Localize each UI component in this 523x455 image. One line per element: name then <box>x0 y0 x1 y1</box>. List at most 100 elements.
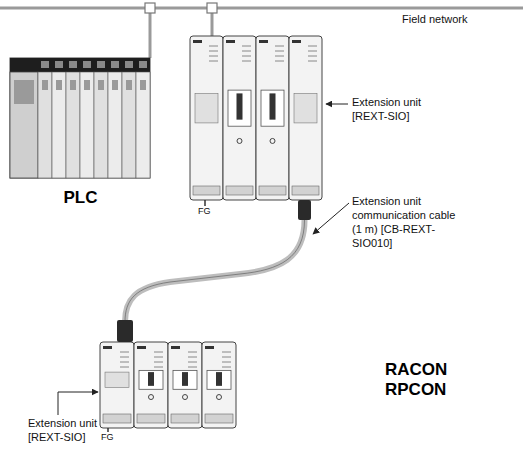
module-body <box>168 342 202 428</box>
device-label: PLC <box>8 188 153 208</box>
plc-indicator <box>14 80 34 104</box>
module-body <box>256 36 289 200</box>
plc-indicator <box>126 80 132 90</box>
plc-slot-cover <box>55 61 63 68</box>
module-dial <box>183 395 188 400</box>
plc-slot <box>66 72 80 178</box>
module-base <box>137 414 165 423</box>
module-marking <box>242 51 251 52</box>
module-marking <box>308 56 317 57</box>
gateway-module <box>134 342 168 428</box>
plc-slot <box>80 72 94 178</box>
module-marking <box>242 61 251 62</box>
module-marking <box>275 46 284 47</box>
module-base <box>226 186 253 195</box>
module-marking <box>154 352 163 353</box>
module-base <box>292 186 319 195</box>
module-marking <box>222 357 231 358</box>
module-logo <box>259 40 268 43</box>
controller-group <box>190 36 322 200</box>
plc-indicator <box>42 80 48 90</box>
plc-indicator <box>70 80 76 90</box>
module-body <box>202 342 236 428</box>
plc-slot <box>52 72 66 178</box>
plc-slot <box>108 72 122 178</box>
module-marking <box>120 367 129 368</box>
module-logo <box>103 346 112 349</box>
controller-label: RACON RPCON <box>385 360 449 400</box>
network-drop <box>149 8 152 58</box>
leader-line <box>313 203 349 234</box>
module-dial <box>149 395 154 400</box>
module-base <box>103 414 131 423</box>
callout-label: Extension unit [REXT-SIO] <box>28 416 112 444</box>
plc-indicator <box>56 80 62 90</box>
network-junction <box>145 3 155 13</box>
module-body <box>223 36 256 200</box>
extension-unit <box>100 342 134 428</box>
module-marking <box>188 352 197 353</box>
module-marking <box>120 362 129 363</box>
module-window <box>207 370 231 389</box>
module-base <box>193 186 220 195</box>
module-marking <box>242 46 251 47</box>
plc-rack <box>10 58 150 178</box>
module-marking <box>154 362 163 363</box>
plc-indicator <box>112 80 118 90</box>
callout-label: Extension unit communication cable (1 m)… <box>352 194 464 250</box>
module-dial <box>217 395 222 400</box>
plc-indicator <box>140 80 146 90</box>
module-window <box>139 370 163 389</box>
plc-slot-cover <box>69 61 77 68</box>
module-logo <box>137 346 146 349</box>
module-marking <box>222 352 231 353</box>
module-logo <box>226 40 235 43</box>
module-marking <box>188 367 197 368</box>
module-window <box>228 90 251 126</box>
module-marking <box>308 61 317 62</box>
ground-lead <box>107 428 109 432</box>
plc-node: PLC <box>8 58 153 208</box>
module-marking <box>275 51 284 52</box>
module-marking <box>120 352 129 353</box>
cable-connector <box>298 200 311 220</box>
network-bus <box>0 7 523 10</box>
ground-label: FG <box>198 206 228 216</box>
extension-unit <box>190 36 223 200</box>
controller-group <box>100 342 236 428</box>
plc-slot-cover <box>125 61 133 68</box>
module-base <box>205 414 233 423</box>
module-marking <box>209 61 218 62</box>
module-marking <box>275 56 284 57</box>
module-panel <box>294 93 317 123</box>
module-switch <box>148 372 154 386</box>
plc-slot <box>94 72 108 178</box>
network-junction <box>207 3 217 13</box>
leader-line <box>58 392 98 415</box>
plc-slot-cover <box>97 61 105 68</box>
plc-top-band <box>10 58 150 72</box>
module-dial <box>270 138 275 143</box>
gateway-module <box>223 36 256 200</box>
module-panel <box>195 93 218 123</box>
module-switch <box>182 372 188 386</box>
plc-slot-cover <box>111 61 119 68</box>
network-label: Field network <box>402 12 512 26</box>
module-panel <box>105 372 129 387</box>
module-marking <box>275 61 284 62</box>
plc-power-module <box>10 72 38 178</box>
plc-slot <box>136 72 150 178</box>
module-marking <box>209 51 218 52</box>
module-marking <box>154 357 163 358</box>
module-marking <box>120 357 129 358</box>
controller-node: RACON RPCON <box>98 336 458 432</box>
module-marking <box>308 46 317 47</box>
module-marking <box>222 362 231 363</box>
ground-lead <box>204 200 206 206</box>
plc-body <box>10 58 150 178</box>
module-body <box>289 36 322 200</box>
module-body <box>134 342 168 428</box>
cable <box>125 220 305 322</box>
plc-indicator <box>84 80 90 90</box>
